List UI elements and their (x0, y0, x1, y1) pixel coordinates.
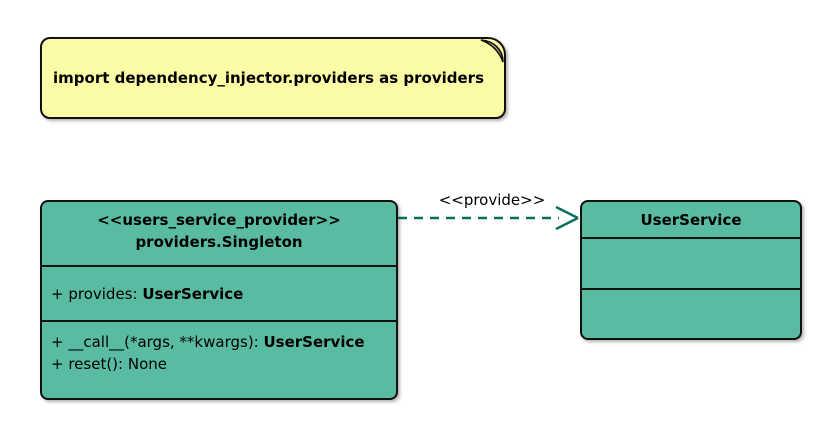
attribute-provides-label: + provides: (51, 284, 143, 303)
provider-methods-section: + __call__(*args, **kwargs): UserService… (42, 322, 396, 398)
attribute-provides-type: UserService (142, 284, 244, 303)
import-note: import dependency_injector.providers as … (40, 37, 506, 119)
provider-stereotype: <<users_service_provider>> (97, 211, 341, 229)
provide-arrowhead-icon (555, 205, 579, 231)
provider-class-header: <<users_service_provider>> providers.Sin… (42, 202, 396, 267)
provider-attributes-section: + provides: UserService (42, 267, 396, 322)
service-attributes-section (582, 239, 800, 290)
method-call-type: UserService (263, 333, 365, 351)
method-reset: + reset(): None (51, 353, 387, 375)
attribute-provides: + provides: UserService (51, 285, 243, 303)
method-reset-label: + reset(): None (51, 355, 167, 373)
note-text: import dependency_injector.providers as … (53, 69, 485, 87)
service-class-name: UserService (640, 210, 742, 229)
method-call: + __call__(*args, **kwargs): UserService (51, 331, 387, 353)
method-call-label: + __call__(*args, **kwargs): (51, 333, 264, 351)
provider-class-box: <<users_service_provider>> providers.Sin… (40, 200, 398, 400)
provider-class-name: providers.Singleton (135, 233, 303, 251)
note-fold-icon (480, 39, 504, 63)
service-methods-section (582, 290, 800, 338)
service-class-header: UserService (582, 202, 800, 239)
provide-arrow (398, 205, 579, 231)
service-class-box: UserService (580, 200, 802, 340)
provide-arrow-label: <<provide>> (438, 191, 546, 209)
